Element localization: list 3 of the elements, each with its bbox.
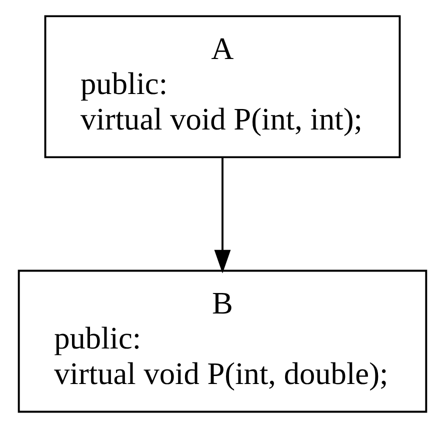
arrow — [214, 158, 231, 274]
node-box: B public: virtual void P(int, double); — [18, 270, 428, 413]
node-box: A public: virtual void P(int, int); — [44, 15, 401, 158]
